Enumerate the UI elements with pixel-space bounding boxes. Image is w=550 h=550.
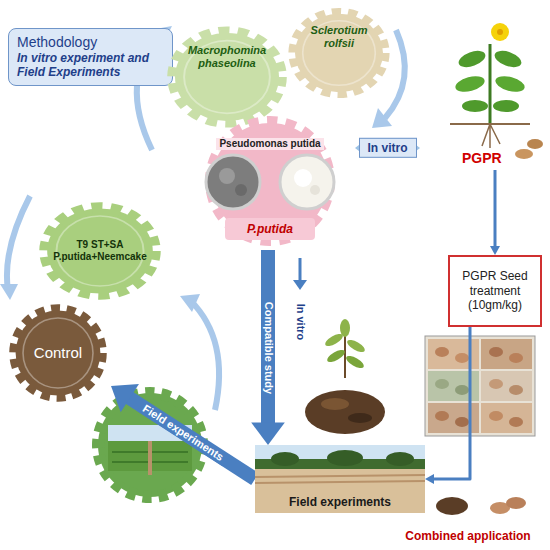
arrowhead: [251, 423, 285, 445]
pgpr-label: PGPR: [460, 150, 504, 167]
step-arrowhead: [293, 280, 307, 290]
pathogen-gear: Macrophomina phaseolina: [162, 22, 292, 132]
arrowhead: [425, 474, 434, 484]
process-text: PGPR Seed treatment (10gm/kg): [455, 269, 535, 312]
arrowhead: [111, 384, 139, 412]
seed-grid: [425, 336, 535, 436]
connector-line: [261, 250, 275, 424]
cycle-arrowhead: [180, 294, 200, 312]
connector-line: [129, 398, 255, 479]
neem-soil-picture: [305, 319, 385, 434]
connector-line: [494, 170, 497, 247]
arrowhead: [490, 246, 500, 255]
field-photo: Field experiments: [255, 445, 425, 513]
control-gear: Control: [5, 300, 111, 406]
flow-arrow: [490, 170, 500, 255]
cycle-arrow: [7, 196, 30, 290]
cycle-arrowhead: [372, 108, 392, 128]
method-subheading: In vitro experiment and Field Experiment…: [17, 51, 164, 80]
treatment-label: T9 ST+SA P.putida+Neemcake: [50, 239, 150, 263]
flow-arrow: [425, 327, 470, 484]
process-box: PGPR Seed treatment (10gm/kg): [448, 255, 542, 327]
edge-label: Compatible study: [261, 297, 274, 397]
edge-label: In vitro: [358, 138, 416, 158]
big-arrow: [111, 384, 255, 479]
gear-shape: [284, 4, 394, 102]
big-arrow: [251, 250, 285, 445]
pathogen-gear: Sclerotium rolfsii: [284, 4, 394, 102]
organism-name: Pseudomonas putida: [216, 138, 323, 150]
connector-line: [433, 327, 470, 479]
plant-panel: PGPR: [420, 4, 545, 170]
method-heading: Methodology: [17, 34, 164, 51]
plant-picture: [420, 4, 545, 170]
step-label: In vitro: [293, 301, 306, 344]
organism-short-name: P.putida: [247, 222, 293, 236]
field-label: Field experiments: [259, 495, 421, 509]
edge-label: Field experiments: [137, 399, 229, 465]
pathogen-name: Sclerotium rolfsii: [300, 24, 378, 50]
control-label: Control: [25, 344, 91, 362]
gear-shape: [162, 22, 292, 132]
step-label: Combined application: [403, 529, 532, 543]
treatment-gear: T9 ST+SA P.putida+Neemcake: [34, 198, 166, 304]
pathogen-name: Macrophomina phaseolina: [180, 44, 274, 70]
culture-panel: Pseudomonas putidaP.putida: [185, 112, 355, 250]
combined-picture: [436, 497, 526, 515]
cycle-arrow: [190, 300, 219, 410]
method-box: MethodologyIn vitro experiment and Field…: [8, 28, 173, 86]
step-arrow: [299, 258, 302, 280]
cycle-arrowhead: [0, 284, 18, 300]
